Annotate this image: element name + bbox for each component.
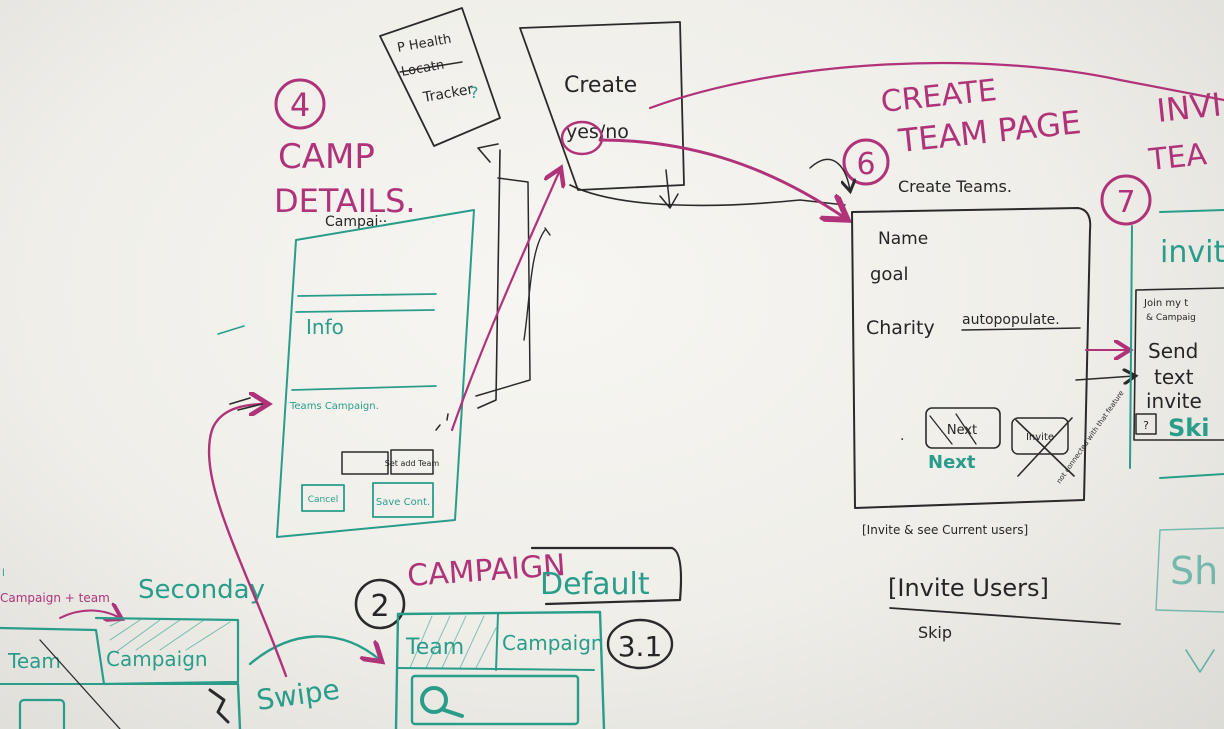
step3-number: 3.1 [618, 630, 663, 663]
step3-screen-frame [396, 610, 606, 729]
step6-number: 6 [856, 147, 875, 182]
step7-line3: Send [1148, 339, 1198, 363]
step6-group: CREATE TEAM PAGE 6 Create Teams. Name go… [809, 73, 1134, 642]
step7-group: INVI TEA 7 invit Join my t & Campaig Sen… [1100, 85, 1224, 673]
step6-footer-caption: [Invite & see Current users] [862, 523, 1028, 537]
search-icon [420, 686, 464, 718]
step4-cancel-label: Cancel [308, 495, 339, 505]
step4-add-team-label: Set add Team [385, 459, 440, 468]
step3-default-badge: Default [540, 567, 650, 602]
step4-number-circle [274, 78, 326, 130]
step7-message-box [1133, 287, 1224, 441]
step2-swipe-label: Swipe [254, 673, 341, 717]
step3-default-badge-frame [530, 546, 683, 606]
step7-check-label: ? [1143, 419, 1149, 432]
step4-number: 4 [290, 86, 310, 124]
checkbox-icon [1135, 413, 1157, 435]
step7-line1: Join my t [1143, 298, 1188, 309]
step3-group: 2 CAMPAIGN Default Team Campaign 3.1 [354, 546, 683, 729]
svg-text:.: . [900, 428, 904, 444]
step6-skip-link: Skip [918, 623, 952, 642]
step7-line4: text [1154, 365, 1194, 389]
step7-title-line2: TEA [1146, 137, 1209, 178]
step6-invite-users-button: [Invite Users] [888, 574, 1049, 602]
arrow-icon [248, 635, 380, 666]
step6-screen-frame [851, 207, 1092, 509]
step2-left-mark: l [2, 568, 5, 579]
create-note: Create yes/no [519, 21, 846, 209]
step4-info-label: Info [306, 315, 344, 339]
step4-add-team-button [390, 449, 434, 475]
step7-skip: Ski [1168, 414, 1209, 442]
step6-field-charity: Charity [866, 317, 935, 339]
step6-side-note: not connected with that feature [1055, 389, 1125, 485]
step3-number-circle [606, 618, 674, 670]
step6-charity-note: autopopulate. [962, 312, 1060, 328]
step4-group: 4 CAMP DETAILS. Campai·· Info Teams Camp… [217, 78, 475, 538]
step7-number-circle [1100, 174, 1152, 226]
step2-group: l Campaign + team Seconday Team Campaign… [0, 398, 380, 729]
step6-next-button [925, 407, 1001, 449]
step2-tab-campaign: Campaign [106, 647, 208, 671]
tracker-line1: P Health [396, 32, 452, 56]
step2-title: Seconday [138, 575, 265, 605]
step3-tab-team: Team [405, 635, 464, 660]
step2-caption: Campaign + team [0, 591, 110, 605]
step7-heading: invit [1160, 235, 1224, 270]
step4-save-button [372, 482, 434, 518]
tracker-note-frame [379, 7, 501, 147]
step2-number: 2 [370, 589, 389, 624]
step7-partial-text: Sh [1170, 549, 1218, 593]
step7-screen-edge [1129, 225, 1133, 469]
step2-tab-team: Team [7, 649, 61, 673]
tracker-line3: Tracker [421, 81, 475, 106]
step7-number: 7 [1116, 185, 1135, 220]
step2-search-box [18, 698, 66, 729]
step7-line5: invite [1146, 389, 1202, 413]
tracker-note: P Health Locatn Tracker ? [379, 7, 501, 147]
step4-teams-label: Teams Campaign. [289, 401, 379, 412]
create-line1: Create [564, 73, 637, 98]
step6-number-circle [842, 138, 890, 186]
step4-caption: Campai·· [325, 214, 387, 230]
step4-title-line2: DETAILS. [274, 182, 416, 220]
step4-empty-button [341, 451, 389, 475]
step6-field-goal: goal [870, 264, 908, 285]
step6-invite-button [1011, 417, 1069, 455]
step7-title-line1: INVI [1155, 85, 1223, 130]
step6-next-label: Next [928, 452, 976, 473]
step7-line2: & Campaig [1146, 313, 1196, 323]
create-yes-circle [560, 120, 604, 156]
step6-caption: Create Teams. [898, 177, 1012, 196]
create-note-frame [519, 21, 685, 191]
create-line2: yes/no [566, 121, 629, 143]
step4-screen-frame [276, 209, 475, 538]
step2-number-circle [354, 578, 406, 630]
step4-title-line1: CAMP [278, 137, 375, 177]
step4-cancel-button [301, 484, 345, 512]
step6-next-button-text: Next [947, 423, 977, 438]
tracker-mark: ? [470, 83, 479, 102]
step3-search-bar [410, 674, 580, 726]
step4-save-label: Save Cont. [376, 497, 430, 508]
step6-field-name: Name [878, 229, 928, 249]
step6-invite-label: Invite [1026, 432, 1054, 443]
step3-tab-campaign: Campaign [502, 631, 604, 655]
